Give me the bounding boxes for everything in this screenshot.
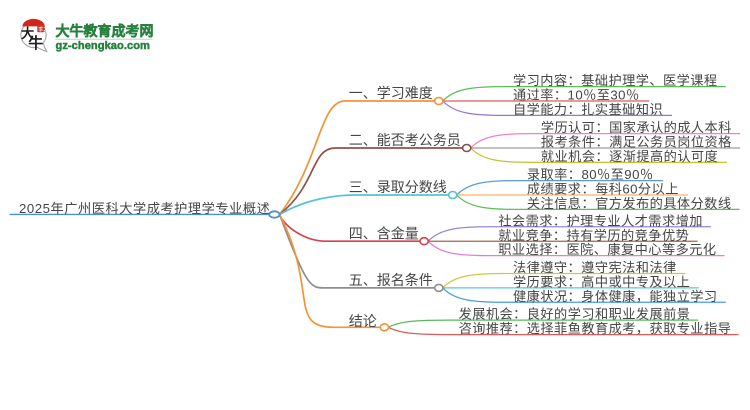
svg-text:社会需求：护理专业人才需求增加: 社会需求：护理专业人才需求增加	[498, 213, 703, 228]
svg-text:结论: 结论	[349, 313, 377, 329]
svg-text:录取率：80％至90％: 录取率：80％至90％	[527, 166, 654, 182]
svg-text:健康状况：身体健康，能独立学习: 健康状况：身体健康，能独立学习	[513, 288, 718, 304]
svg-text:职业选择：医院、康复中心等多元化: 职业选择：医院、康复中心等多元化	[498, 241, 716, 257]
svg-text:就业机会：逐渐提高的认可度: 就业机会：逐渐提高的认可度	[541, 148, 718, 164]
svg-text:gz-chengkao.com: gz-chengkao.com	[56, 40, 151, 52]
svg-text:关注信息：官方发布的具体分数线: 关注信息：官方发布的具体分数线	[527, 195, 732, 211]
svg-text:大牛教育成考网: 大牛教育成考网	[56, 23, 154, 39]
svg-text:季之: 季之	[38, 26, 48, 33]
svg-text:二、能否考公务员: 二、能否考公务员	[349, 132, 461, 148]
svg-text:学历要求：高中或中专及以上: 学历要求：高中或中专及以上	[513, 274, 690, 290]
svg-text:2025年广州医科大学成考护理学专业概述: 2025年广州医科大学成考护理学专业概述	[19, 201, 270, 216]
svg-text:学历认可：国家承认的成人本科: 学历认可：国家承认的成人本科	[541, 119, 732, 135]
svg-text:成绩要求：每科60分以上: 成绩要求：每科60分以上	[527, 182, 679, 197]
svg-text:通过率：10％至30％: 通过率：10％至30％	[513, 87, 640, 103]
svg-text:牛: 牛	[28, 34, 43, 52]
svg-text:发展机会：良好的学习和职业发展前景: 发展机会：良好的学习和职业发展前景	[459, 306, 691, 322]
svg-text:大: 大	[21, 25, 35, 41]
svg-text:一、学习难度: 一、学习难度	[349, 85, 433, 101]
svg-text:咨询推荐：选择菲鱼教育成考，获取专业指导: 咨询推荐：选择菲鱼教育成考，获取专业指导	[459, 320, 732, 336]
svg-text:四、含金量: 四、含金量	[349, 225, 419, 241]
svg-text:报考条件：满足公务员岗位资格: 报考条件：满足公务员岗位资格	[541, 134, 732, 150]
svg-text:就业竞争：持有学历的竞争优势: 就业竞争：持有学历的竞争优势	[498, 227, 689, 243]
svg-text:法律遵守：遵守宪法和法律: 法律遵守：遵守宪法和法律	[513, 259, 677, 275]
svg-text:三、录取分数线: 三、录取分数线	[349, 179, 447, 195]
svg-text:学习内容：基础护理学、医学课程: 学习内容：基础护理学、医学课程	[513, 72, 718, 88]
svg-text:自学能力：扎实基础知识: 自学能力：扎实基础知识	[513, 101, 663, 117]
svg-text:五、报名条件: 五、报名条件	[349, 272, 433, 288]
